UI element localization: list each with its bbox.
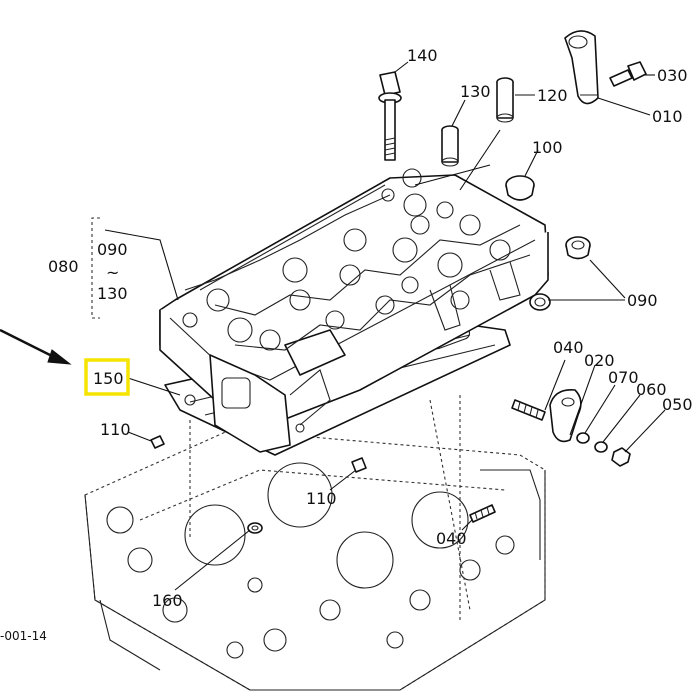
callout-110-left: 110 bbox=[100, 420, 131, 439]
seal-090 bbox=[565, 236, 591, 260]
leader-lines bbox=[91, 61, 666, 591]
callout-150: 150 bbox=[93, 369, 124, 388]
plug-110-left bbox=[150, 435, 165, 449]
valve-guide-130 bbox=[441, 125, 459, 167]
callout-130-range-end: 130 bbox=[97, 284, 128, 303]
callout-110-center: 110 bbox=[306, 489, 337, 508]
washer-060 bbox=[594, 441, 608, 453]
callout-100: 100 bbox=[532, 138, 563, 157]
callout-060: 060 bbox=[636, 380, 667, 399]
callout-150-highlight-box bbox=[84, 358, 130, 396]
plug-110-center bbox=[351, 457, 367, 473]
lifting-hook-010 bbox=[564, 30, 599, 105]
cylinder-head bbox=[159, 168, 551, 453]
stud-040 bbox=[511, 399, 546, 421]
callout-090-range-start: 090 bbox=[97, 240, 128, 259]
engine-block bbox=[84, 395, 546, 691]
nut-050 bbox=[611, 447, 631, 467]
washer-070 bbox=[576, 432, 590, 444]
callout-160: 160 bbox=[152, 591, 183, 610]
pointer-arrow bbox=[0, 328, 72, 365]
callout-030: 030 bbox=[657, 66, 688, 85]
callout-140: 140 bbox=[407, 46, 438, 65]
callout-010: 010 bbox=[652, 107, 683, 126]
valve-guide-120 bbox=[496, 77, 514, 123]
callout-labels: 140 130 120 030 010 100 080 090 ~ 130 09… bbox=[0, 46, 693, 643]
figure-code: -001-14 bbox=[0, 629, 47, 643]
bolt-030 bbox=[609, 61, 647, 87]
callout-130: 130 bbox=[460, 82, 491, 101]
callout-040-lower: 040 bbox=[436, 529, 467, 548]
callout-020: 020 bbox=[584, 351, 615, 370]
callout-range-tilde: ~ bbox=[106, 263, 119, 282]
stud-040-lower bbox=[469, 504, 496, 523]
plug-100 bbox=[505, 175, 535, 201]
callout-040-upper: 040 bbox=[553, 338, 584, 357]
callout-090: 090 bbox=[627, 291, 658, 310]
head-bolt-140 bbox=[378, 71, 402, 161]
callout-080: 080 bbox=[48, 257, 79, 276]
callout-120: 120 bbox=[537, 86, 568, 105]
callout-070: 070 bbox=[608, 368, 639, 387]
o-ring-160 bbox=[247, 522, 263, 534]
bracket-020 bbox=[549, 388, 582, 443]
callout-050: 050 bbox=[662, 395, 693, 414]
